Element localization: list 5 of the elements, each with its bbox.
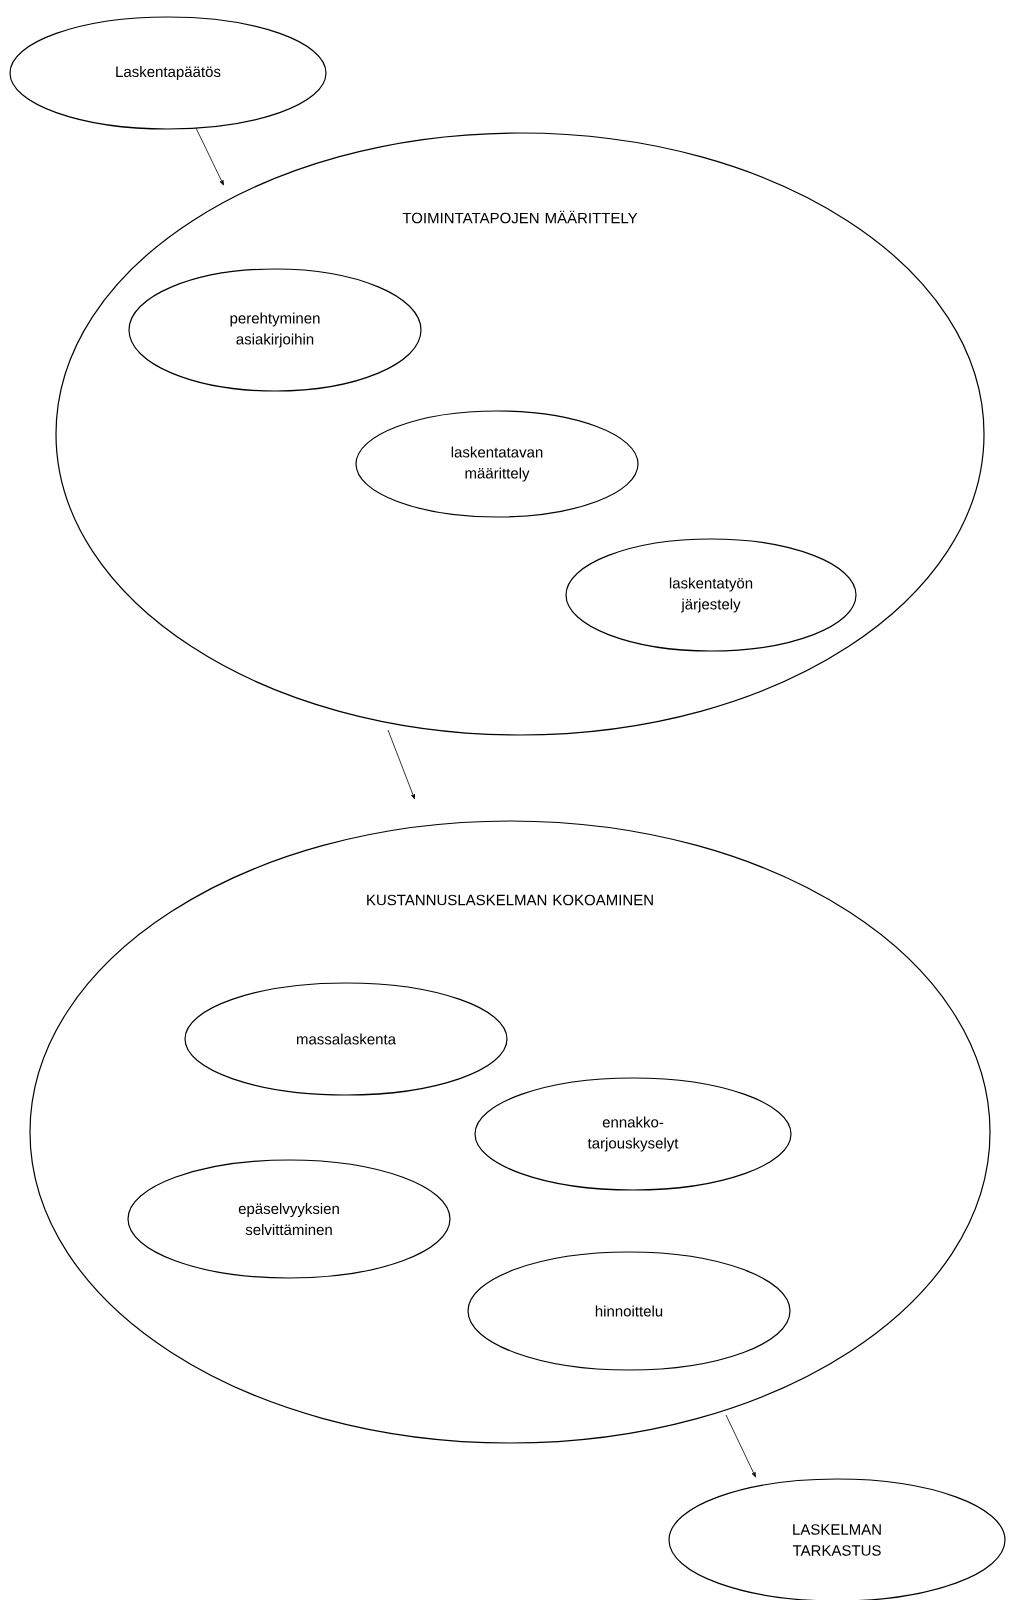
arrow — [725, 1414, 756, 1478]
arrow — [387, 729, 415, 800]
group-title: TOIMINTATAPOJEN MÄÄRITTELY — [402, 210, 638, 224]
group-title: KUSTANNUSLASKELMAN KOKOAMINEN — [367, 894, 653, 906]
arrow — [195, 127, 224, 186]
